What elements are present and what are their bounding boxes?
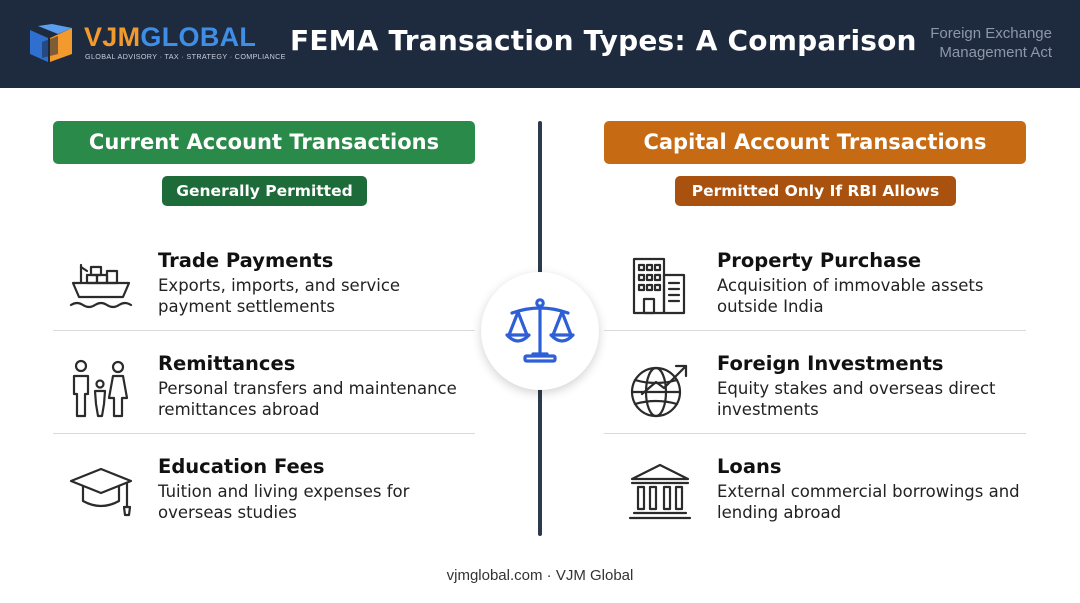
- row-separator: [604, 330, 1026, 331]
- item-description: Equity stakes and overseas direct invest…: [717, 379, 996, 419]
- generally-permitted-badge: Generally Permitted: [162, 176, 367, 206]
- globe-arrow-icon: [630, 364, 688, 418]
- family-icon: [72, 359, 129, 418]
- list-item-property-purchase: Property Purchase Acquisition of immovab…: [612, 245, 1034, 335]
- footer-credit: vjmglobal.com · VJM Global: [446, 567, 634, 584]
- item-title: Loans: [717, 455, 782, 478]
- bank-icon: [628, 463, 692, 520]
- list-item-trade-payments: Trade Payments Exports, imports, and ser…: [53, 245, 475, 335]
- item-description: Tuition and living expenses for overseas…: [158, 482, 410, 522]
- item-description: Personal transfers and maintenance remit…: [158, 379, 457, 419]
- item-description: Exports, imports, and service payment se…: [158, 276, 401, 316]
- logo-tagline: GLOBAL ADVISORY · TAX · STRATEGY · COMPL…: [85, 52, 286, 61]
- row-separator: [53, 433, 475, 434]
- building-icon: [632, 257, 686, 315]
- row-separator: [53, 330, 475, 331]
- item-title: Property Purchase: [717, 249, 922, 272]
- item-description: Acquisition of immovable assets outside …: [717, 276, 984, 316]
- current-account-heading: Current Account Transactions: [53, 121, 475, 164]
- item-title: Trade Payments: [158, 249, 334, 272]
- rbi-permission-badge: Permitted Only If RBI Allows: [675, 176, 956, 206]
- list-item-education-fees: Education Fees Tuition and living expens…: [53, 451, 475, 541]
- logo-vjm-text: VJM: [84, 22, 141, 52]
- item-title: Remittances: [158, 352, 296, 375]
- item-description: External commercial borrowings and lendi…: [717, 482, 1020, 522]
- header-bar: VJMGLOBAL GLOBAL ADVISORY · TAX · STRATE…: [0, 0, 1080, 88]
- center-scale-badge: [481, 272, 599, 390]
- list-item-remittances: Remittances Personal transfers and maint…: [53, 348, 475, 438]
- list-item-loans: Loans External commercial borrowings and…: [612, 451, 1034, 541]
- list-item-foreign-investments: Foreign Investments Equity stakes and ov…: [612, 348, 1034, 438]
- page-title: FEMA Transaction Types: A Comparison: [290, 24, 917, 57]
- page-subtitle: Foreign Exchange Management Act: [930, 25, 1052, 61]
- item-title: Education Fees: [158, 455, 325, 478]
- row-separator: [604, 433, 1026, 434]
- logo-wordmark: VJMGLOBAL: [84, 22, 256, 52]
- vjm-global-logo[interactable]: VJMGLOBAL GLOBAL ADVISORY · TAX · STRATE…: [28, 22, 285, 64]
- item-title: Foreign Investments: [717, 352, 944, 375]
- graduation-cap-icon: [69, 467, 133, 517]
- vjm-logo-mark-icon: [30, 24, 72, 62]
- capital-account-heading: Capital Account Transactions: [604, 121, 1026, 164]
- cargo-ship-icon: [69, 263, 133, 309]
- balance-scale-icon: [505, 298, 575, 363]
- logo-global-text: GLOBAL: [140, 22, 257, 52]
